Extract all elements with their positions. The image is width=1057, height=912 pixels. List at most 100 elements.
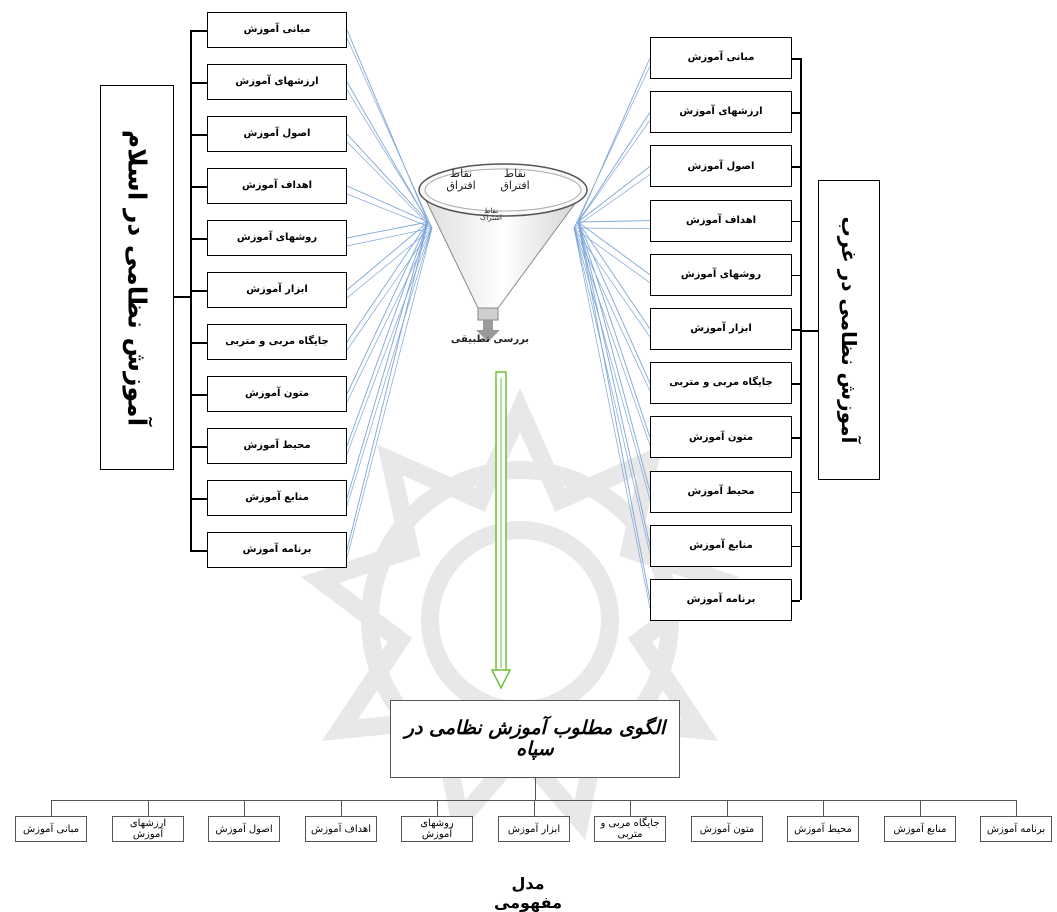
right-title-box: آموزش نظامی در غرب (818, 180, 880, 480)
bottom-connector (148, 800, 149, 816)
left-title: آموزش نظامی در اسلام (122, 129, 152, 426)
right-item-box: متون آموزش (650, 416, 792, 459)
right-connector (792, 383, 800, 385)
fan-line-right (573, 227, 651, 554)
fan-line-left (346, 221, 429, 499)
fan-line-left (346, 89, 433, 229)
fan-line-right (577, 221, 651, 276)
left-item-box: اصول آموزش (207, 116, 347, 152)
fan-line-right (577, 220, 651, 223)
right-connector (792, 491, 800, 494)
right-connector (792, 166, 800, 168)
left-bracket-link (174, 296, 190, 298)
left-item-box: اهداف آموزش (207, 168, 347, 204)
right-item-box: ارزشهای آموزش (650, 91, 792, 134)
right-connector (792, 220, 800, 223)
bottom-item-box: منابع آموزش (884, 816, 956, 842)
right-connector (792, 329, 800, 331)
fan-line-left (346, 221, 429, 239)
left-title-box: آموزش نظامی در اسلام (100, 85, 174, 470)
left-connector (190, 550, 207, 552)
fan-line-left (346, 37, 433, 229)
right-connector (792, 600, 800, 602)
fan-line-right (573, 65, 651, 229)
left-bracket (190, 30, 192, 550)
fan-line-left (346, 81, 429, 223)
right-item-box: منابع آموزش (650, 524, 792, 567)
right-item-box: جایگاه مربی و متربی (650, 362, 792, 405)
bottom-item-box: اهداف آموزش (305, 816, 377, 842)
fan-line-left (346, 221, 429, 447)
left-item-box: ابزار آموزش (207, 272, 347, 308)
funnel-output-label: بررسی تطبیقی (450, 334, 530, 345)
left-connector (190, 342, 207, 344)
bottom-item-box: اصول آموزش (208, 816, 280, 842)
right-connector (792, 58, 800, 60)
fan-line-left (346, 227, 433, 455)
bottom-item-box: محیط آموزش (787, 816, 859, 842)
left-connector (190, 186, 207, 188)
bottom-item-box: مبانی آموزش (15, 816, 87, 842)
bottom-connector (1016, 800, 1017, 816)
fan-line-right (577, 166, 651, 223)
bottom-bracket (51, 800, 1016, 801)
bottom-connector (920, 800, 921, 816)
fan-line-left (346, 227, 433, 247)
fan-line-left (346, 141, 433, 229)
left-connector (190, 290, 207, 292)
bottom-item-box: ارزشهای آموزش (112, 816, 184, 842)
right-item-box: اصول آموزش (650, 145, 792, 188)
bottom-connector (244, 800, 245, 816)
right-bracket (800, 58, 802, 600)
fan-line-left (346, 227, 433, 507)
funnel-label-right: نقاط افتراق (500, 167, 530, 192)
funnel-label-center: نقاط اشتراک (480, 207, 502, 223)
left-item-box: متون آموزش (207, 376, 347, 412)
fan-line-right (573, 227, 651, 229)
left-item-box: منابع آموزش (207, 480, 347, 516)
left-item-box: روشهای آموزش (207, 220, 347, 256)
bottom-item-box: جایگاه مربی و متربی (594, 816, 666, 842)
left-item-box: مبانی آموزش (207, 12, 347, 48)
fan-line-left (346, 227, 433, 559)
left-item-box: محیط آموزش (207, 428, 347, 464)
fan-line-right (573, 227, 651, 392)
fan-line-right (573, 174, 651, 229)
left-connector (190, 498, 207, 500)
funnel-spout (477, 307, 499, 321)
fan-line-right (573, 227, 651, 609)
right-item-box: محیط آموزش (650, 470, 792, 513)
right-connector (792, 437, 800, 439)
fan-line-right (577, 221, 651, 330)
fan-line-left (346, 227, 433, 351)
fan-line-right (573, 227, 651, 500)
fan-line-left (346, 221, 429, 395)
left-item-box: ارزشهای آموزش (207, 64, 347, 100)
fan-line-left (346, 221, 429, 291)
fan-line-right (577, 111, 651, 223)
right-item-box: اهداف آموزش (650, 199, 792, 242)
fan-line-right (573, 227, 651, 284)
bottom-connector (727, 800, 728, 816)
right-connector (792, 274, 800, 277)
fan-line-right (573, 119, 651, 229)
left-connector (190, 238, 207, 240)
fan-line-right (573, 227, 651, 338)
fan-line-left (346, 193, 433, 229)
right-bracket-link (800, 330, 818, 332)
right-connector (792, 112, 800, 114)
fan-line-right (577, 221, 651, 546)
bottom-item-box: برنامه آموزش (980, 816, 1052, 842)
funnel-output-arrow (476, 320, 500, 342)
caption: مدل مفهومی (493, 874, 563, 912)
fan-line-right (577, 221, 651, 438)
right-title: آموزش نظامی در غرب (837, 216, 861, 444)
right-item-box: مبانی آموزش (650, 37, 792, 79)
bottom-connector (630, 800, 631, 816)
right-item-box: روشهای آموزش (650, 253, 792, 296)
right-item-box: برنامه آموزش (650, 579, 792, 621)
bottom-item-box: متون آموزش (691, 816, 763, 842)
bottom-connector (341, 800, 342, 816)
fan-line-right (577, 221, 651, 601)
